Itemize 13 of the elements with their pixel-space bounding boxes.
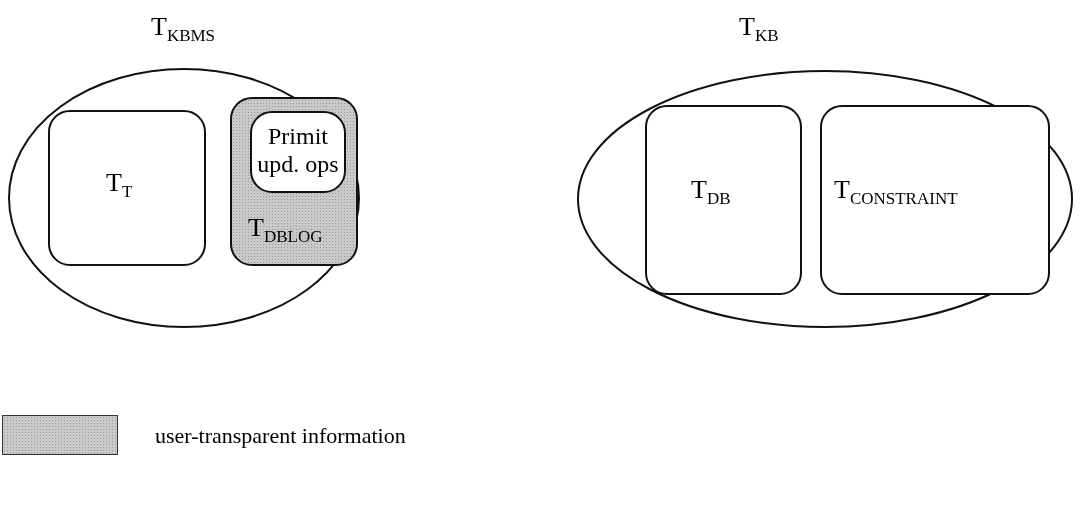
rounded-box — [48, 110, 206, 266]
node-label: T$_{CONSTRAINT}$ — [834, 177, 958, 208]
rounded-box — [250, 111, 346, 193]
node-label: T$_{KBMS}$ — [151, 14, 216, 45]
legend-label: user-transparent information — [155, 423, 406, 449]
node-label: T$_{KB}$ — [739, 14, 779, 45]
node-label: T$_{DB}$ — [691, 177, 731, 208]
node-label: T$_{T}$ — [106, 170, 133, 201]
node-label: T$_{DBLOG}$ — [248, 215, 323, 246]
rounded-box — [820, 105, 1050, 295]
rounded-box — [645, 105, 802, 295]
rounded-box — [230, 97, 358, 266]
node-label: Primit upd. ops — [256, 123, 340, 179]
